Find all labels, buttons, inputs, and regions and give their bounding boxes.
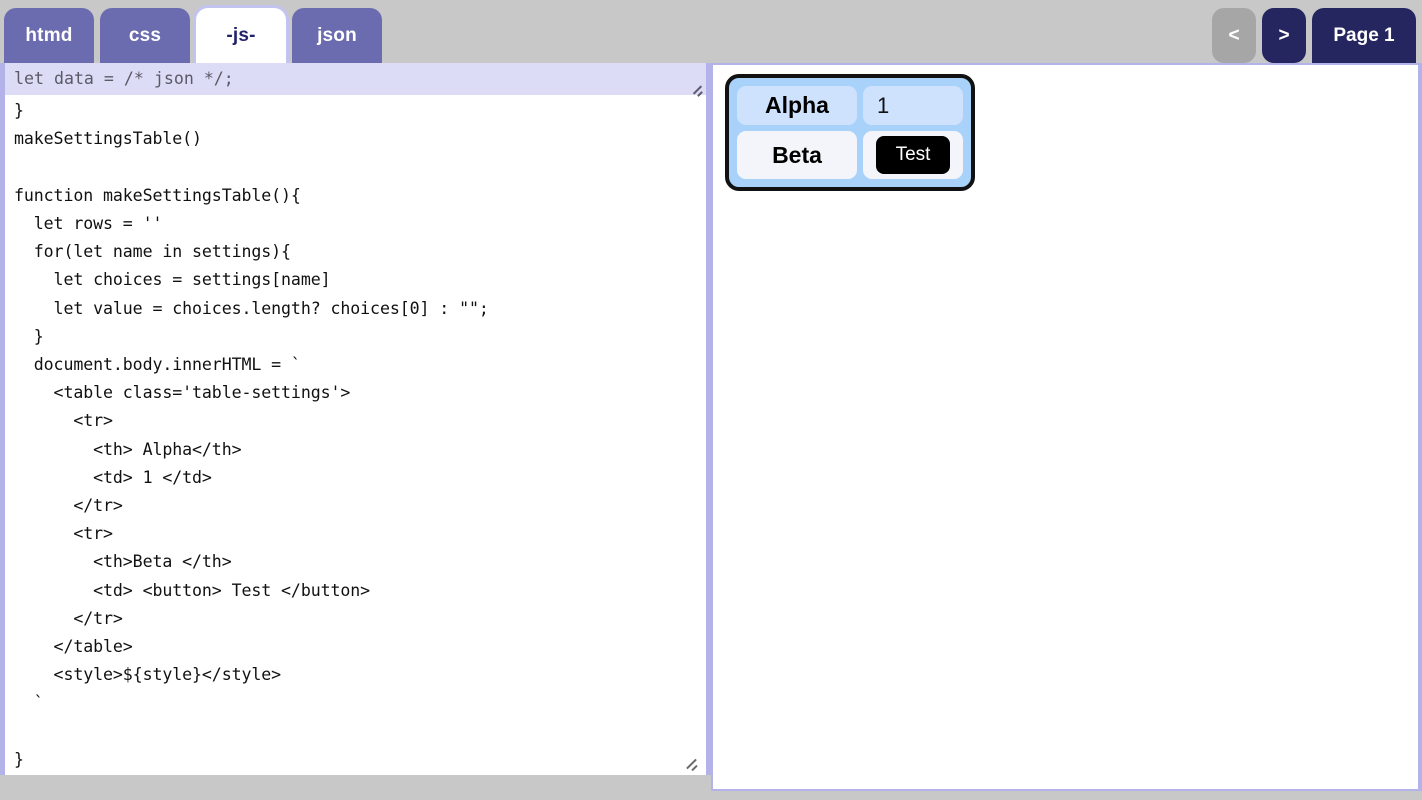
data-expression-input[interactable] bbox=[5, 63, 706, 95]
setting-name-alpha: Alpha bbox=[737, 86, 857, 125]
top-bar: htmd css -js- json < > Page 1 bbox=[0, 0, 1422, 63]
page-indicator-button[interactable]: Page 1 bbox=[1312, 8, 1416, 63]
setting-value-beta: Test bbox=[863, 131, 963, 179]
table-row: Alpha 1 bbox=[737, 86, 963, 125]
setting-name-beta: Beta bbox=[737, 131, 857, 179]
tab-htmd[interactable]: htmd bbox=[4, 8, 94, 63]
settings-table: Alpha 1 Beta Test bbox=[725, 74, 975, 191]
preview-pane: Alpha 1 Beta Test bbox=[711, 63, 1422, 791]
pager-controls: < > Page 1 bbox=[1212, 8, 1416, 63]
tab-json[interactable]: json bbox=[292, 8, 382, 63]
setting-value-alpha: 1 bbox=[863, 86, 963, 125]
table-row: Beta Test bbox=[737, 131, 963, 179]
code-editor-textarea[interactable] bbox=[5, 63, 706, 775]
code-editor-pane bbox=[0, 63, 711, 775]
tab-js[interactable]: -js- bbox=[196, 8, 286, 63]
tab-css[interactable]: css bbox=[100, 8, 190, 63]
editor-tab-bar: htmd css -js- json bbox=[4, 8, 382, 63]
test-button[interactable]: Test bbox=[875, 136, 951, 174]
next-page-button[interactable]: > bbox=[1262, 8, 1306, 63]
previous-page-button[interactable]: < bbox=[1212, 8, 1256, 63]
